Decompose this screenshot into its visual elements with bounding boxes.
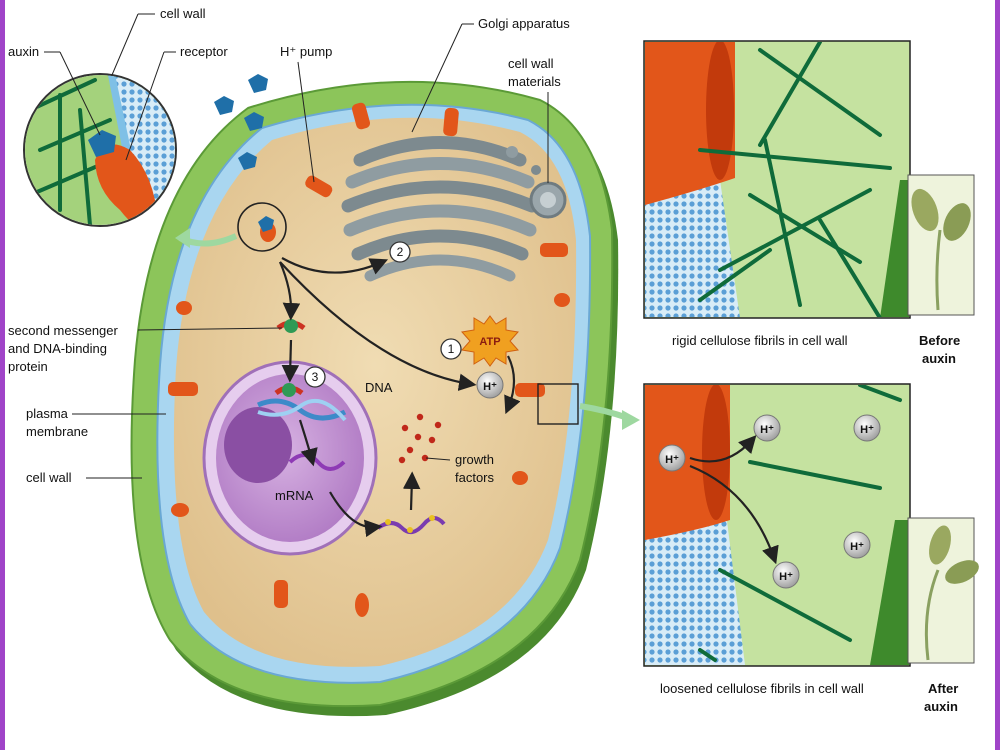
- growth-factors: [398, 413, 442, 464]
- svg-text:1: 1: [448, 342, 455, 356]
- svg-text:H⁺: H⁺: [860, 424, 874, 436]
- svg-text:H⁺: H⁺: [779, 571, 793, 583]
- h-pump-main: [515, 383, 545, 397]
- label-cell-wall-materials-2: materials: [508, 74, 561, 89]
- h-ions-panel: H⁺ H⁺ H⁺ H⁺ H⁺: [658, 414, 881, 589]
- label-cell-wall-top: cell wall: [160, 6, 206, 21]
- label-before-1: Before: [919, 333, 960, 348]
- svg-text:H⁺: H⁺: [850, 541, 864, 553]
- atp-burst: ATP: [461, 315, 519, 367]
- h-ion-cell: H⁺: [476, 371, 504, 399]
- label-dna: DNA: [365, 380, 393, 395]
- label-after-1: After: [928, 681, 958, 696]
- step-badge-2: 2: [389, 241, 411, 263]
- atp-label: ATP: [479, 336, 500, 348]
- auxin-on-receptor: [88, 130, 116, 157]
- label-after-2: auxin: [924, 699, 958, 714]
- label-h-pump: H⁺ pump: [280, 44, 332, 59]
- zoom-square: [537, 383, 579, 425]
- label-auxin: auxin: [8, 44, 39, 59]
- panel-before: [643, 40, 975, 319]
- nucleolus: [224, 407, 292, 483]
- svg-text:H⁺: H⁺: [665, 454, 679, 466]
- label-mrna: mRNA: [275, 488, 314, 503]
- step-badge-3: 3: [304, 366, 326, 388]
- magnified-receptor-view: [23, 73, 177, 227]
- second-messenger: [274, 319, 306, 397]
- label-cell-wall-left: cell wall: [26, 470, 72, 485]
- label-growth-factors-2: factors: [455, 470, 495, 485]
- auxin-molecules-free: [214, 74, 268, 170]
- label-plasma-membrane-1: plasma: [26, 406, 69, 421]
- svg-text:H⁺: H⁺: [760, 424, 774, 436]
- mrna-strand: [288, 453, 346, 471]
- svg-text:2: 2: [397, 245, 404, 259]
- label-growth-factors-1: growth: [455, 452, 494, 467]
- caption-rigid: rigid cellulose fibrils in cell wall: [672, 333, 848, 348]
- pathway-arrows: [278, 257, 521, 538]
- label-second-messenger-2: and DNA-binding: [8, 341, 107, 356]
- labels: cell wall auxin receptor H⁺ pump Golgi a…: [8, 6, 960, 714]
- label-golgi: Golgi apparatus: [478, 16, 570, 31]
- rigid-fibrils: [698, 42, 892, 317]
- svg-text:H⁺: H⁺: [483, 381, 497, 393]
- loosened-fibrils: [698, 385, 902, 662]
- label-before-2: auxin: [922, 351, 956, 366]
- panel-after: H⁺ H⁺ H⁺ H⁺ H⁺: [643, 383, 979, 667]
- label-plasma-membrane-2: membrane: [26, 424, 88, 439]
- zoom-circle: [237, 202, 287, 252]
- label-cell-wall-materials-1: cell wall: [508, 56, 554, 71]
- svg-text:3: 3: [312, 370, 319, 384]
- plant-cell: ATP H⁺ 1 2 3: [130, 80, 619, 717]
- step-badge-1: 1: [440, 338, 462, 360]
- cell-wall-material-vesicle: [529, 181, 567, 219]
- caption-loosened: loosened cellulose fibrils in cell wall: [660, 681, 864, 696]
- label-receptor: receptor: [180, 44, 228, 59]
- label-second-messenger-1: second messenger: [8, 323, 119, 338]
- dna-strand: [256, 398, 347, 421]
- golgi-apparatus: [341, 136, 541, 282]
- label-second-messenger-3: protein: [8, 359, 48, 374]
- auxin-molecule-small: [258, 216, 274, 232]
